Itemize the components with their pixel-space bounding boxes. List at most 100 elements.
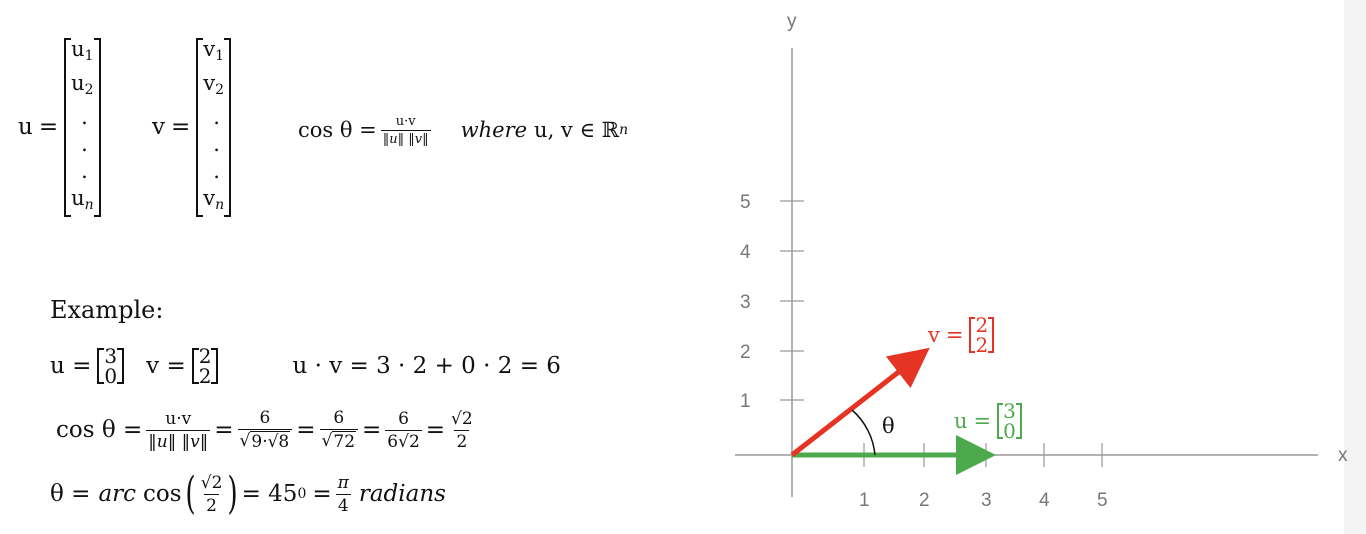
degree-value: = 45 — [241, 481, 298, 507]
example-vectors: u = 3 0 v = 2 2 u · v = 3 · 2 + 0 · 2 = … — [50, 338, 561, 394]
fraction-numerator: u·v — [395, 113, 416, 129]
y-tick-label: 1 — [740, 391, 751, 412]
fraction-2: 6 √9·√8 — [237, 408, 293, 452]
radians-word: radians — [358, 481, 446, 507]
v-vector-label: v = 2 2 — [928, 310, 994, 360]
equals-sign: = — [296, 417, 316, 443]
u-dot-2: . — [81, 131, 88, 156]
vectors — [790, 347, 996, 475]
domain-statement: u, v ∈ ℝ — [534, 118, 620, 142]
fraction-numerator: u·v — [165, 408, 192, 429]
u-entry-2: u2 — [71, 70, 94, 98]
cos-theta-label: cos θ = — [298, 118, 377, 142]
example-v-entry: 2 — [198, 364, 212, 388]
angle-label: θ — [882, 414, 895, 438]
radicand: 9·√8 — [250, 431, 291, 452]
u-dot-3: . — [81, 158, 88, 183]
inner-fraction: √2 2 — [199, 473, 225, 516]
example-v-entry: 2 — [198, 344, 212, 368]
equals-sign: = — [945, 323, 964, 347]
fraction-1: u·v ‖u‖ ‖v‖ — [146, 408, 211, 452]
fraction-denominator: 4 — [335, 493, 351, 516]
u-entry-n: un — [71, 185, 94, 213]
cos-word: cos — [143, 481, 182, 507]
vector-plot: x y 1 2 3 4 5 1 2 3 4 5 θ — [735, 11, 1348, 511]
fraction-denominator: √72 — [319, 429, 359, 452]
vector-v-definition: v = v1 v2 . . . vn — [152, 34, 232, 220]
u-column-vector: u1 u2 . . . un — [64, 36, 101, 219]
example-v-vector: 2 2 — [191, 344, 219, 388]
equals-sign: = — [214, 417, 234, 443]
y-axis-label: y — [787, 11, 797, 32]
v-entry-1: v1 — [203, 36, 225, 64]
v-column-vector: v1 v2 . . . vn — [196, 36, 232, 219]
u-label-vector: 3 0 — [997, 401, 1022, 441]
u-entry-1: u1 — [71, 36, 94, 64]
v-label: v — [152, 114, 165, 140]
example-v-eq: v = — [146, 353, 186, 379]
pi-fraction: π 4 — [335, 472, 351, 516]
x-tick-label: 2 — [919, 490, 930, 511]
fraction-numerator: 6 — [398, 408, 409, 429]
dot-product-result: u · v = 3 · 2 + 0 · 2 = 6 — [292, 353, 561, 379]
fraction-numerator: π — [337, 472, 349, 493]
cos-theta-label: cos θ = — [56, 417, 143, 443]
equals-sign: = — [362, 417, 382, 443]
y-tick-label: 4 — [740, 242, 751, 263]
u-label-entry: 0 — [1003, 419, 1016, 443]
equals-sign: = — [38, 114, 59, 140]
u-label: u — [954, 409, 968, 433]
x-tick-label: 4 — [1039, 490, 1050, 511]
x-tick-label: 3 — [981, 490, 992, 511]
v-entry-2: v2 — [203, 70, 225, 98]
where-word: where — [460, 118, 528, 142]
equals-sign: = — [425, 417, 446, 443]
u-label-entry: 3 — [1003, 399, 1016, 423]
fraction-denominator: 6√2 — [385, 429, 422, 452]
theta-eq: θ = — [50, 481, 91, 507]
radicand: 72 — [332, 431, 357, 452]
v-dot-1: . — [213, 104, 220, 129]
left-paren: ( — [185, 468, 196, 519]
v-entry-n: vn — [203, 185, 225, 213]
fraction-numerator: √2 — [451, 408, 473, 429]
fraction-denominator: √9·√8 — [237, 429, 293, 452]
v-label-vector: 2 2 — [969, 315, 994, 355]
right-paren: ) — [227, 468, 239, 519]
y-tick-label: 5 — [740, 192, 751, 213]
fraction-5: √2 2 — [449, 409, 475, 452]
v-dot-3: . — [213, 158, 220, 183]
degree-superscript: 0 — [297, 486, 307, 502]
y-ticks: 1 2 3 4 5 — [740, 192, 804, 412]
cosine-formula: cos θ = u·v ‖u‖ ‖v‖ where u, v ∈ ℝ n — [298, 110, 628, 150]
dimension-superscript: n — [619, 122, 629, 138]
fraction-numerator: 6 — [333, 408, 345, 428]
fraction-numerator: 6 — [259, 408, 271, 428]
u-vector-label: u = 3 0 — [954, 396, 1022, 446]
fraction-numerator: √2 — [200, 472, 223, 493]
vector-u-definition: u = u1 u2 . . . un — [18, 34, 101, 220]
y-tick-label: 2 — [740, 342, 751, 363]
parenthesized-fraction: ( √2 2 ) — [182, 472, 242, 516]
v-label-entry: 2 — [975, 333, 989, 357]
angle-arc — [851, 409, 876, 456]
v-label: v — [928, 323, 940, 347]
fraction-denominator: ‖u‖ ‖v‖ — [146, 429, 211, 452]
example-u-entry: 0 — [104, 364, 118, 388]
v-label-entry: 2 — [975, 313, 989, 337]
vector-v-arrow — [790, 347, 930, 457]
u-dot-1: . — [81, 104, 88, 129]
fraction-denominator: ‖u‖ ‖v‖ — [380, 129, 431, 147]
arc-word: arc — [98, 481, 137, 507]
u-label: u — [18, 114, 33, 140]
equals-sign: = — [312, 481, 332, 507]
fraction-denominator: 2 — [454, 429, 470, 452]
fraction-3: 6 √72 — [319, 408, 359, 452]
example-heading: Example: — [50, 296, 164, 324]
example-u-vector: 3 0 — [97, 346, 124, 386]
fraction-denominator: 2 — [204, 493, 219, 516]
fraction-4: 6 6√2 — [385, 408, 422, 452]
x-axis-label: x — [1338, 445, 1348, 466]
y-tick-label: 3 — [740, 292, 751, 313]
equals-sign: = — [171, 114, 191, 140]
